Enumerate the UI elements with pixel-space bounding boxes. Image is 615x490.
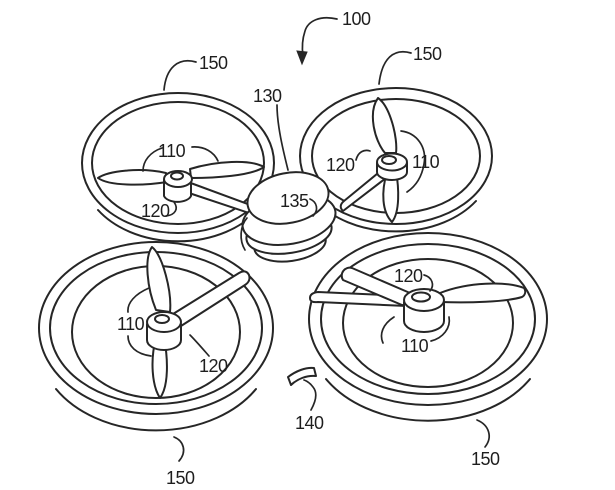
body-side-detail [240,217,248,251]
rotation-arcs [127,130,451,357]
label-140: 140 [295,413,324,433]
label-130: 130 [253,86,282,106]
arm-bottom-left [172,270,251,327]
propeller-top-left [97,160,265,203]
label-150-bottom-right: 150 [471,449,500,469]
spinner [381,155,397,165]
leader-150-top-left [163,60,197,91]
leader-150-top-right [378,50,412,85]
leader-lines [163,16,490,462]
arc-bottom-right-a [380,316,395,344]
label-110-top-right: 110 [412,152,440,172]
body-dome-top [246,171,330,225]
duct-inner-wall [342,258,514,388]
spinner [170,171,184,181]
arc-bottom-left-b [127,335,152,357]
blade-left [97,169,168,186]
leader-120-bottom-left [189,334,210,357]
propeller-bottom-right [340,266,527,333]
duct-inner-lip [320,243,536,395]
leader-120-bottom-right [423,274,434,292]
reference-labels: 100 150 150 130 110 120 120 110 135 110 … [117,9,501,488]
leader-120-top-right [355,149,371,161]
leader-150-bottom-right [476,419,490,448]
duct-inner-lip [91,101,265,225]
duct-outer-edge [81,92,275,234]
duct-outer-edge [38,241,274,415]
blade-bottom [382,170,400,223]
arc-top-left-a [142,147,163,172]
duct-outer-edge [299,87,493,225]
label-150-bottom-left: 150 [166,468,195,488]
arc-bottom-left-a [127,287,150,313]
arc-bottom-right-b [430,316,451,342]
leader-100 [301,16,338,57]
duct-lower-rim [55,388,257,432]
label-120-top-right: 120 [326,155,355,175]
center-body [240,171,337,263]
arc-top-right [400,130,426,193]
duct-ring-bottom-right [308,232,548,422]
duct-ring-bottom-left [38,241,274,432]
leader-150-bottom-left [173,436,185,462]
leader-140 [303,379,317,411]
label-150-top-left: 150 [199,53,228,73]
duct-lower-rim [325,378,531,422]
blade-top [146,246,172,313]
arc-top-left-b [191,146,219,162]
spinner [411,291,431,303]
blade-right [439,282,527,304]
label-120-bottom-right: 120 [394,266,423,286]
duct-outer-edge [308,232,548,406]
label-110-top-left: 110 [158,141,186,161]
label-110-bottom-left: 110 [117,314,145,334]
label-100: 100 [342,9,371,29]
arrowhead-100 [296,50,308,66]
label-150-top-right: 150 [413,44,442,64]
duct-lower-rim [97,209,259,243]
propeller-top-right [371,97,408,223]
label-135: 135 [280,191,309,211]
blade-top [371,97,398,154]
leader-130 [276,104,289,171]
propeller-bottom-left [146,246,182,399]
label-110-bottom-right: 110 [401,336,429,356]
blade-right [189,160,265,179]
label-120-bottom-left: 120 [199,356,228,376]
leader-135 [309,198,318,217]
mount-hook [287,366,317,386]
label-120-top-left: 120 [141,201,170,221]
duct-ring-top-left [81,92,275,243]
leader-120-top-left [165,201,177,217]
spinner [154,314,170,324]
